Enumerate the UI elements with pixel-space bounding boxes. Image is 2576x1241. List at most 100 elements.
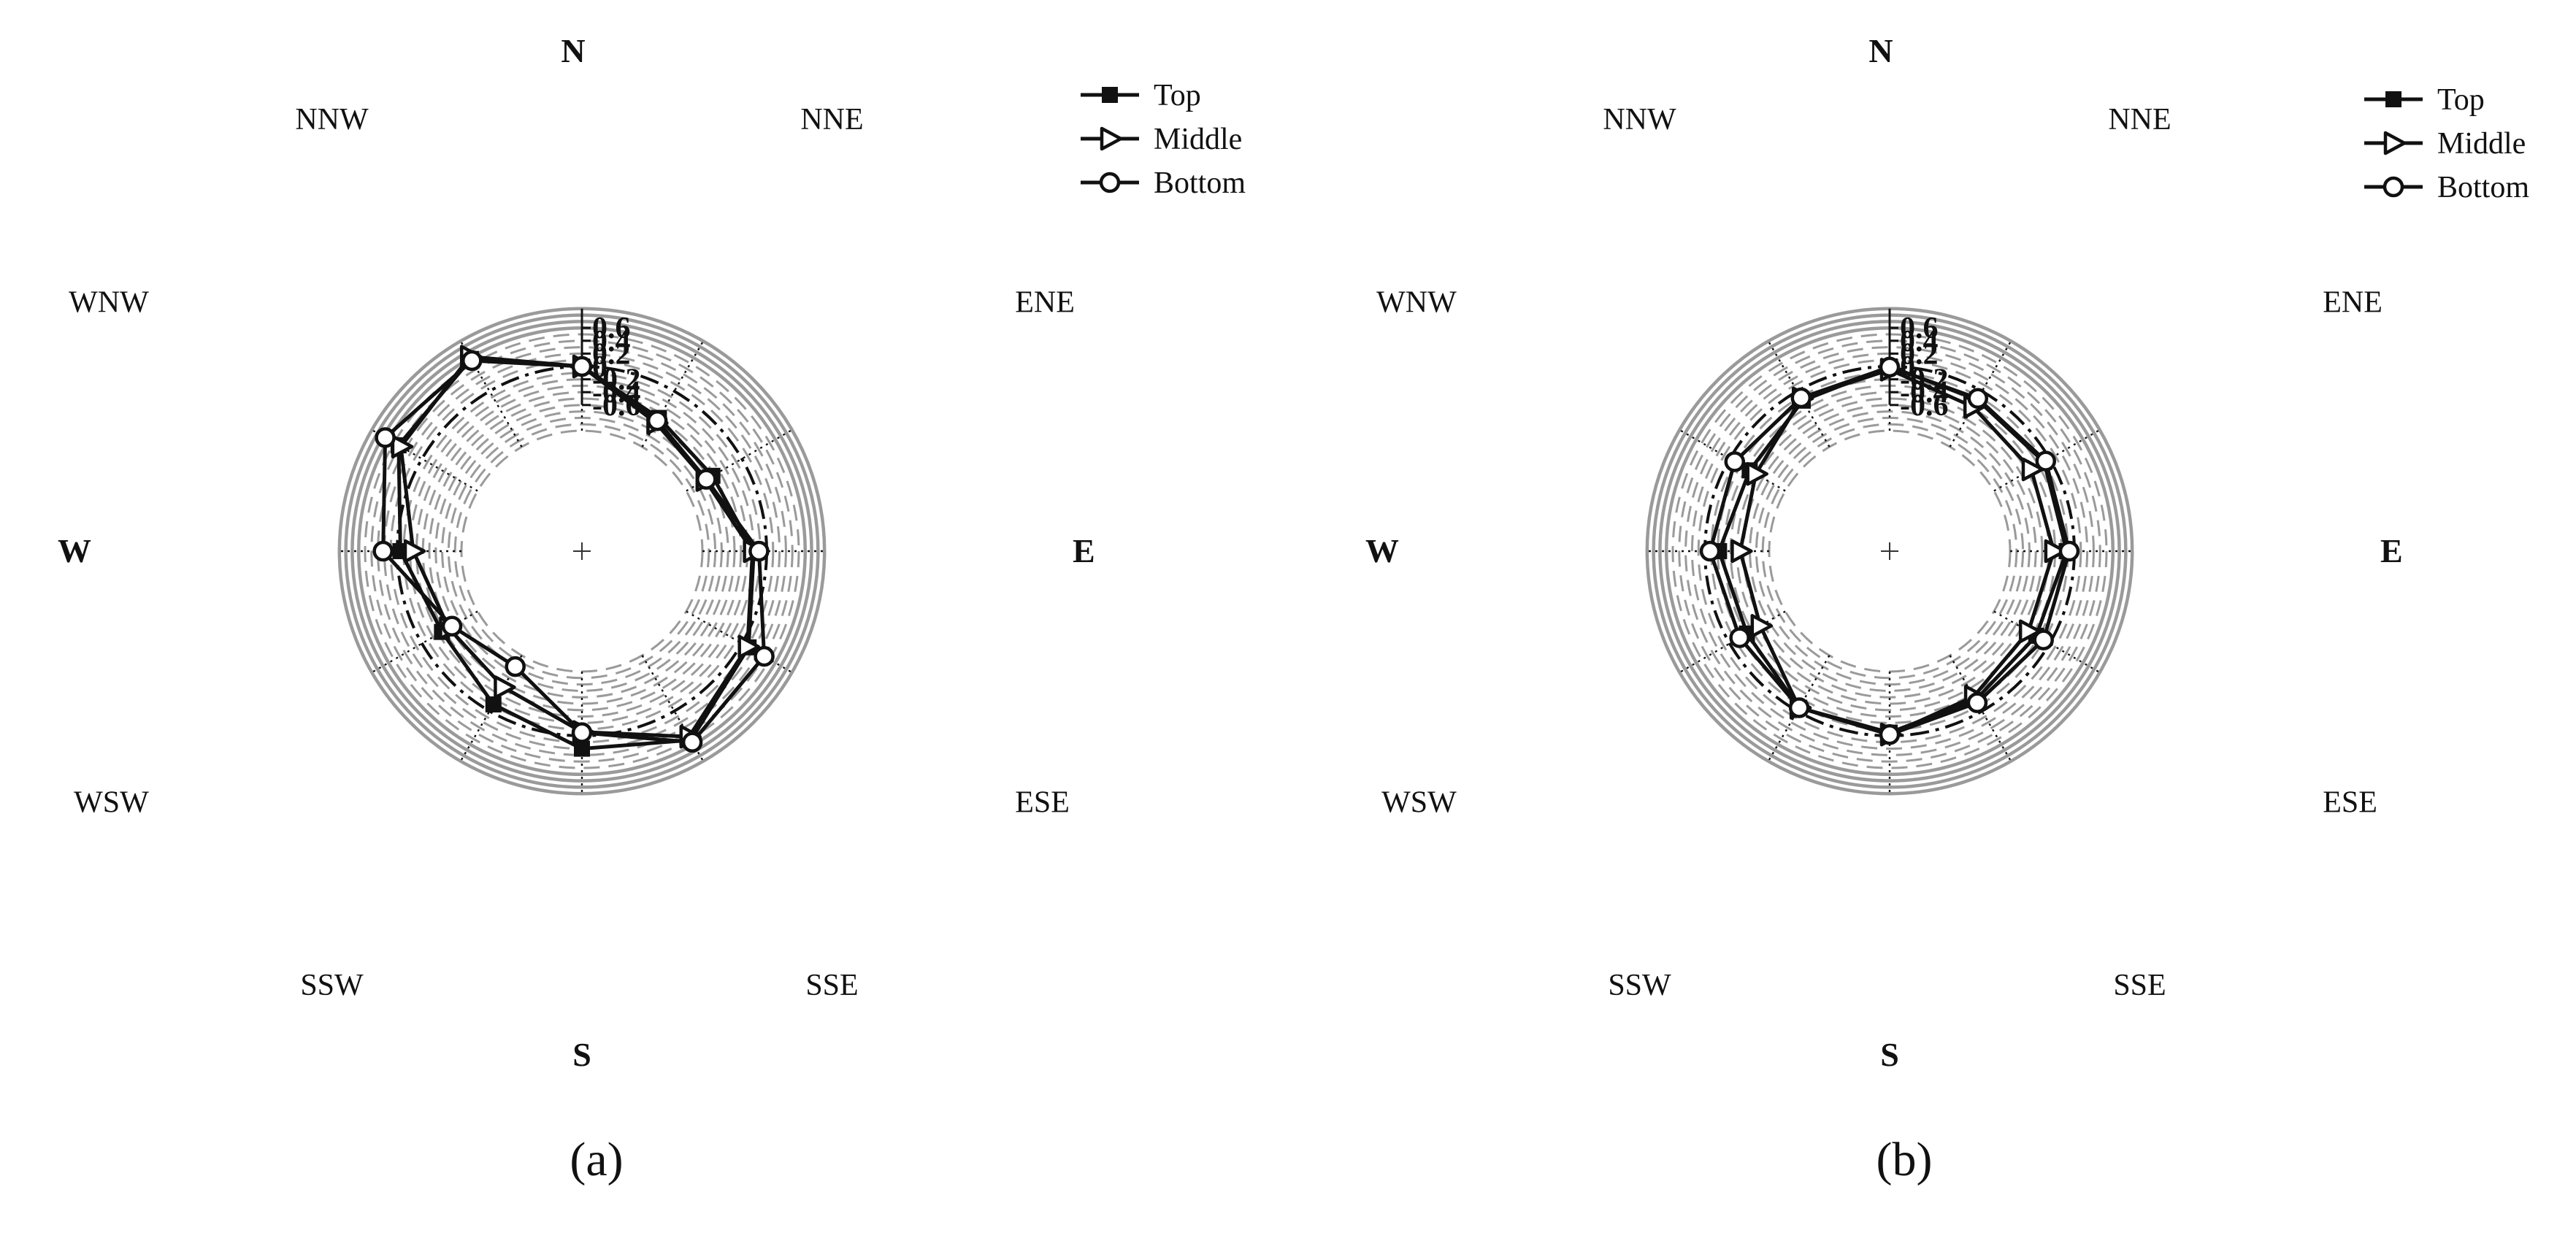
marker-bottom: [2035, 450, 2057, 472]
direction-label-ssw: SSW: [1608, 969, 1671, 1002]
legend-marker-middle: [2383, 131, 2407, 155]
marker-bottom: [681, 731, 703, 753]
series-line-top: [1717, 364, 2069, 735]
marker-bottom: [461, 350, 483, 372]
marker-bottom: [375, 427, 396, 448]
marker-bottom: [372, 540, 394, 562]
grid-ring-dashed: [1678, 339, 2101, 763]
legend-label-top: Top: [2437, 83, 2485, 117]
direction-label-ene: ENE: [2323, 286, 2383, 320]
direction-label-n: N: [561, 32, 585, 69]
marker-top: [485, 696, 502, 712]
legend-label-bottom: Bottom: [2437, 171, 2529, 204]
direction-label-wnw: WNW: [1376, 286, 1457, 320]
direction-label-s: S: [572, 1036, 591, 1073]
legend-marker-middle: [1100, 126, 1123, 151]
marker-bottom: [1966, 692, 1988, 713]
marker-bottom: [505, 656, 526, 677]
marker-bottom: [754, 645, 775, 667]
direction-label-sse: SSE: [2113, 969, 2166, 1002]
panel-label: (a): [570, 1133, 623, 1186]
direction-label-sse: SSE: [805, 969, 858, 1002]
direction-label-nnw: NNW: [295, 103, 369, 137]
direction-label-s: S: [1880, 1036, 1899, 1073]
marker-bottom: [646, 410, 668, 431]
radial-tick-label: 0.2: [1900, 337, 1939, 371]
legend-marker-bottom: [1099, 172, 1121, 193]
direction-label-ese: ESE: [1015, 786, 1070, 820]
marker-bottom: [1879, 723, 1901, 745]
marker-bottom: [1699, 540, 1721, 562]
grid-ring-dashed: [1755, 416, 2025, 686]
marker-bottom: [1788, 697, 1810, 718]
radial-tick-label: 0.2: [592, 337, 631, 371]
direction-label-n: N: [1868, 32, 1893, 69]
legend-marker-top: [1102, 87, 1118, 103]
grid-ring-dashed: [428, 397, 736, 705]
panel-label: (b): [1877, 1133, 1933, 1186]
grid-ring-dashed: [370, 339, 794, 763]
marker-middle: [2044, 539, 2067, 564]
radial-tick-label: 0.6: [592, 312, 631, 345]
grid-ring-dashed: [1684, 346, 2095, 756]
direction-label-w: W: [1365, 532, 1399, 569]
spoke-line: [371, 429, 478, 492]
radial-tick-label: -0.6: [1900, 389, 1949, 423]
radial-tick-label: 0.4: [592, 325, 631, 358]
direction-label-e: E: [2380, 532, 2403, 569]
marker-top: [574, 740, 590, 757]
legend-label-bottom: Bottom: [1154, 166, 1246, 200]
grid-ring-dashed: [377, 346, 787, 756]
radial-tick-label: 0.6: [1900, 312, 1939, 345]
legend-marker-top: [2385, 91, 2401, 107]
direction-label-ene: ENE: [1015, 286, 1075, 320]
marker-bottom: [571, 356, 593, 377]
direction-label-nne: NNE: [800, 103, 863, 137]
grid-ring-dashed: [1749, 410, 2031, 692]
legend-marker-bottom: [2383, 176, 2404, 198]
marker-bottom: [1729, 627, 1750, 648]
marker-middle: [2018, 619, 2042, 644]
marker-bottom: [1724, 451, 1746, 472]
direction-label-wnw: WNW: [69, 286, 149, 320]
marker-middle: [737, 634, 760, 659]
direction-label-nne: NNE: [2108, 103, 2171, 137]
spoke-line: [641, 655, 705, 762]
marker-middle: [1746, 461, 1768, 486]
direction-label-wsw: WSW: [1381, 786, 1457, 820]
marker-bottom: [571, 722, 593, 743]
spoke-line: [459, 340, 523, 447]
direction-label-wsw: WSW: [74, 786, 149, 820]
legend-label-middle: Middle: [1154, 123, 1242, 156]
direction-label-ese: ESE: [2323, 786, 2377, 820]
grid-ring-dashed: [447, 416, 717, 686]
marker-bottom: [2058, 540, 2080, 562]
direction-label-e: E: [1073, 532, 1095, 569]
grid-ring-dashed: [434, 404, 729, 699]
marker-bottom: [696, 469, 717, 490]
marker-bottom: [2033, 629, 2054, 650]
marker-middle: [1730, 539, 1753, 564]
legend-label-top: Top: [1154, 79, 1201, 112]
marker-bottom: [441, 615, 463, 637]
marker-middle: [403, 539, 426, 564]
grid-ring-dashed: [1761, 423, 2018, 680]
marker-bottom: [748, 540, 770, 562]
grid-ring-dashed: [453, 423, 710, 680]
marker-bottom: [1879, 356, 1901, 378]
direction-label-w: W: [58, 532, 91, 569]
series-line-middle: [399, 355, 755, 739]
radar-panel-1: 0.60.40.20-0.2-0.4-0.6NNNEENEEESESSESSSW…: [58, 32, 1246, 1186]
marker-middle: [1750, 614, 1774, 638]
radial-tick-label: 0.4: [1900, 325, 1939, 358]
direction-label-nnw: NNW: [1603, 103, 1676, 137]
direction-label-ssw: SSW: [300, 969, 364, 1002]
marker-middle: [2021, 457, 2044, 482]
marker-middle: [391, 434, 414, 459]
legend-label-middle: Middle: [2437, 127, 2526, 161]
marker-middle: [494, 675, 516, 699]
marker-bottom: [1790, 387, 1812, 409]
grid-ring-dashed: [441, 410, 723, 692]
marker-bottom: [1967, 388, 1989, 410]
